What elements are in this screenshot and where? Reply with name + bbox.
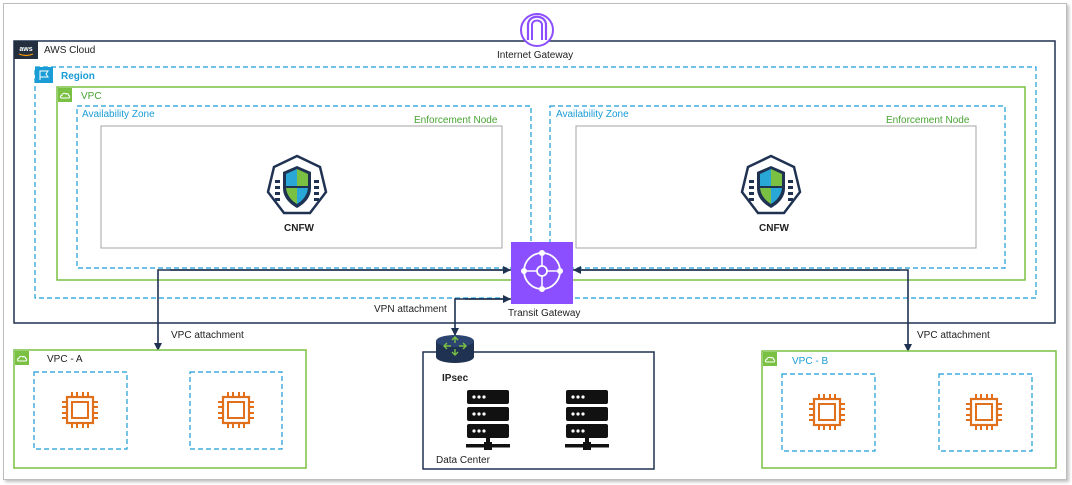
cnfw-right-label: CNFW <box>759 223 789 234</box>
vpc-a-label: VPC - A <box>47 354 83 365</box>
firewall-shield-icon <box>740 154 802 215</box>
vpc-attachment-right-line <box>573 269 912 352</box>
server-icon <box>565 390 609 450</box>
internet-gateway-icon <box>520 13 554 47</box>
data-center-boundary <box>422 351 655 470</box>
availability-zone-right <box>549 105 1006 269</box>
ec2-instance-icon <box>60 390 100 430</box>
enforcement-node-right-label: Enforcement Node <box>886 115 970 126</box>
availability-zone-left-label: Availability Zone <box>82 109 155 120</box>
vpc-label: VPC <box>81 91 102 102</box>
region-label: Region <box>61 71 95 82</box>
vpc-cloud-icon <box>57 87 73 103</box>
vpc-b-label: VPC - B <box>792 356 829 367</box>
data-center-label: Data Center <box>436 455 490 466</box>
availability-zone-left <box>76 105 532 269</box>
vpc-a-subnet-2 <box>189 371 283 450</box>
server-icon <box>466 390 510 450</box>
vpc-a-subnet-1 <box>33 371 128 450</box>
availability-zone-right-label: Availability Zone <box>556 109 629 120</box>
internet-gateway-label: Internet Gateway <box>497 50 574 61</box>
ipsec-router-icon <box>436 335 474 363</box>
transit-gateway-icon <box>511 242 573 304</box>
vpn-attachment-line <box>451 298 511 336</box>
vpc-attachment-left-label: VPC attachment <box>171 330 244 341</box>
svg-text:aws: aws <box>19 46 32 53</box>
aws-logo-icon: aws <box>14 41 38 59</box>
vpn-attachment-label: VPN attachment <box>374 304 447 315</box>
ec2-instance-icon <box>964 392 1004 432</box>
ec2-instance-icon <box>216 390 256 430</box>
ipsec-label: IPsec <box>442 373 469 384</box>
vpc-a-cloud-icon <box>14 350 30 366</box>
region-flag-icon <box>35 67 53 83</box>
vpc-b-cloud-icon <box>762 351 778 367</box>
ec2-instance-icon <box>807 392 847 432</box>
transit-gateway-label: Transit Gateway <box>508 308 581 319</box>
enforcement-node-left-label: Enforcement Node <box>414 115 498 126</box>
vpc-b-boundary <box>761 350 1057 469</box>
vpc-a-boundary <box>13 349 307 469</box>
vpc-b-subnet-2 <box>938 373 1033 452</box>
vpc-b-subnet-1 <box>781 373 876 452</box>
aws-cloud-label: AWS Cloud <box>44 45 96 56</box>
vpc-attachment-right-label: VPC attachment <box>917 330 990 341</box>
cnfw-left-label: CNFW <box>284 223 314 234</box>
firewall-shield-icon <box>266 154 328 215</box>
